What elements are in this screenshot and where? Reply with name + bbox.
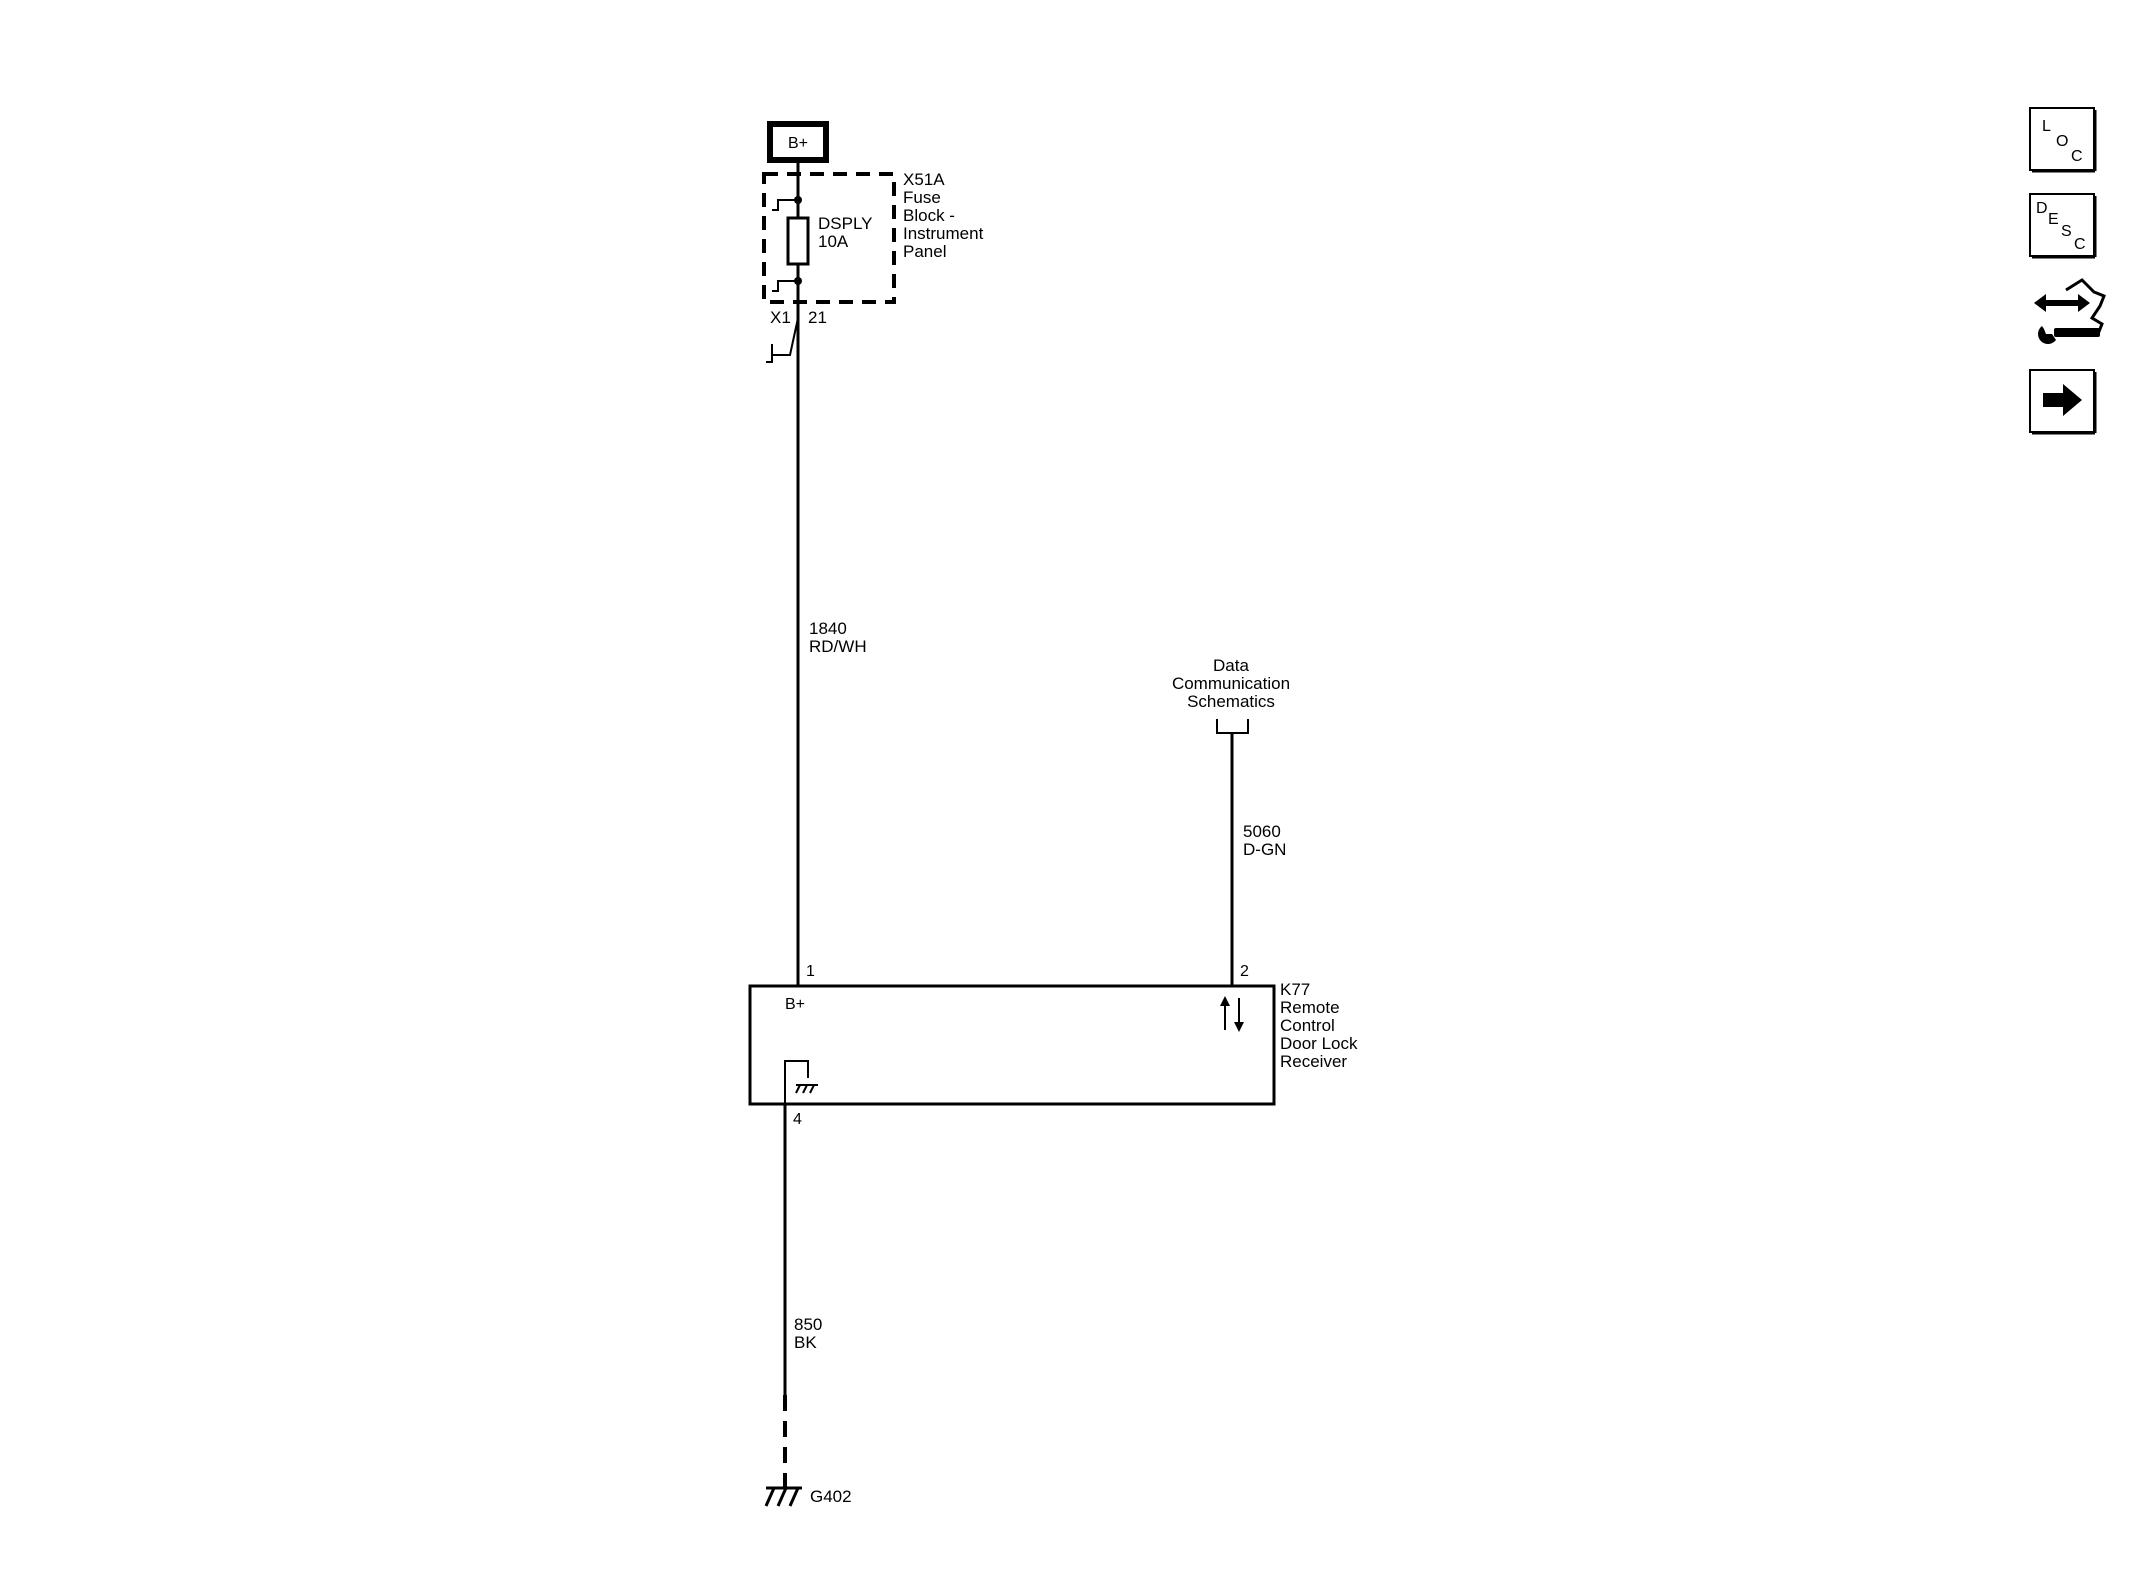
- desc-letter-c: C: [2074, 236, 2086, 253]
- loc-letter-o: O: [2056, 133, 2068, 150]
- module-name-line-2: Control: [1280, 1016, 1335, 1035]
- data-communication-link: Data Communication Schematics: [1172, 656, 1290, 734]
- connector-x1: X1 21: [766, 308, 827, 363]
- fuse-rating: 10A: [818, 232, 849, 251]
- connector-id: X1: [770, 308, 791, 327]
- wire-1840-color: RD/WH: [809, 637, 867, 656]
- fuse-block-name-line-2: Block -: [903, 206, 955, 225]
- wire-850-color: BK: [794, 1333, 817, 1352]
- fuse-block-name-line-1: Fuse: [903, 188, 941, 207]
- wire-5060-circuit: 5060: [1243, 822, 1281, 841]
- connector-wrench-button[interactable]: [2034, 278, 2106, 344]
- loc-letter-c: C: [2071, 148, 2083, 165]
- desc-button[interactable]: D E S C: [2029, 193, 2097, 259]
- connector-pin: 21: [808, 308, 827, 327]
- loc-letter-l: L: [2042, 118, 2051, 135]
- module-pin-ground: 4: [793, 1111, 802, 1128]
- module-name-line-1: Remote: [1280, 998, 1340, 1017]
- ground-g402: G402: [764, 1486, 852, 1507]
- internal-ground-icon: [784, 1060, 818, 1104]
- data-link-line-1: Data: [1213, 656, 1249, 675]
- desc-letter-d: D: [2036, 200, 2048, 217]
- wire-850-circuit: 850: [794, 1315, 822, 1334]
- wire-850: 850 BK: [783, 1104, 822, 1488]
- battery-positive-source: B+: [767, 121, 829, 178]
- fuse-block-name-line-3: Instrument: [903, 224, 984, 243]
- wire-1840: 1840 RD/WH: [796, 318, 867, 986]
- data-link-line-2: Communication: [1172, 674, 1290, 693]
- fuse-name: DSPLY: [818, 214, 873, 233]
- module-id: K77: [1280, 980, 1310, 999]
- module-name-line-3: Door Lock: [1280, 1034, 1358, 1053]
- module-pin-power: 1: [806, 963, 815, 980]
- fuse-block: DSPLY 10A X51A Fuse Block - Instrument P…: [762, 170, 984, 318]
- wire-1840-circuit: 1840: [809, 619, 847, 638]
- k77-remote-control-door-lock-receiver: 1 2 B+ K77 Remote Control Door Lock Rece…: [748, 963, 1358, 1128]
- fuse-block-name-line-4: Panel: [903, 242, 946, 261]
- next-button[interactable]: [2029, 369, 2097, 435]
- ground-icon: [764, 1486, 802, 1507]
- module-power-label: B+: [785, 996, 805, 1013]
- data-link-line-3: Schematics: [1187, 692, 1275, 711]
- module-pin-data: 2: [1240, 963, 1249, 980]
- ground-id: G402: [810, 1487, 852, 1506]
- power-source-label: B+: [788, 135, 808, 152]
- fuse-symbol: [786, 216, 810, 266]
- wire-5060-color: D-GN: [1243, 840, 1286, 859]
- desc-letter-e: E: [2048, 211, 2059, 228]
- loc-button[interactable]: L O C: [2029, 107, 2097, 173]
- desc-letter-s: S: [2061, 223, 2072, 240]
- module-name-line-4: Receiver: [1280, 1052, 1347, 1071]
- wire-5060: 5060 D-GN: [1230, 733, 1286, 986]
- bidirectional-arrows-icon: [1220, 996, 1244, 1032]
- right-arrow-icon: [2043, 384, 2082, 416]
- fuse-block-id: X51A: [903, 170, 945, 189]
- connector-wrench-icon: [2034, 278, 2106, 344]
